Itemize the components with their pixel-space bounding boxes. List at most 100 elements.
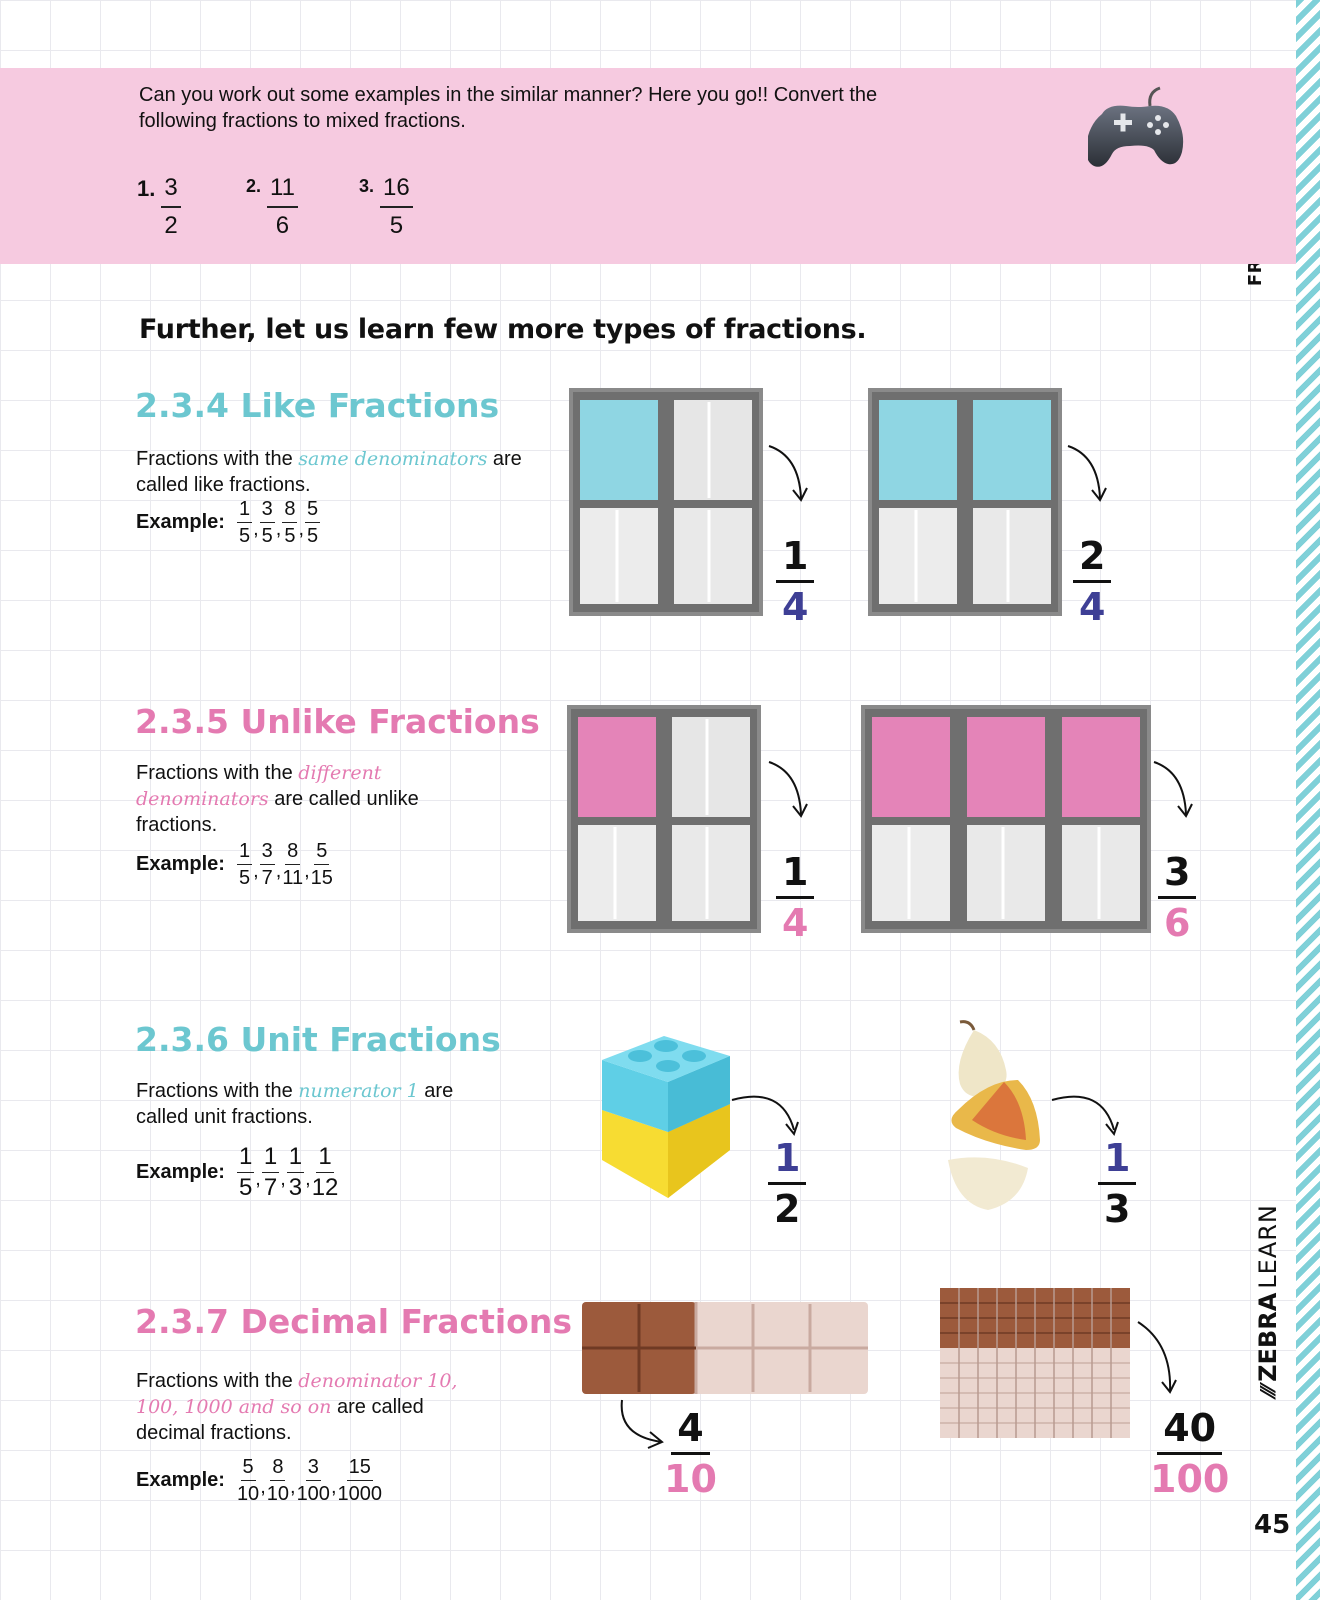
figure-fraction: 1 3 (1098, 1136, 1137, 1231)
numerator: 2 (1073, 534, 1112, 583)
exercise-number: 3. (359, 176, 375, 196)
arrow-icon (1051, 1095, 1119, 1137)
example-label: Example: (136, 1469, 225, 1491)
exercise-fraction: 3 2 (161, 174, 181, 240)
arrow-icon (768, 445, 808, 502)
numerator: 1 (1098, 1136, 1137, 1185)
denominator: 10 (664, 1457, 717, 1501)
window-illustration (569, 388, 763, 616)
desc-prefix: Fractions with the (136, 1080, 299, 1102)
desc-highlight: numerator 1 (298, 1080, 419, 1102)
denominator: 12 (311, 1174, 339, 1201)
example-label: Example: (136, 511, 225, 533)
lego-block-illustration (602, 1036, 730, 1198)
denominator: 5 (238, 525, 251, 547)
figure-fraction: 4 10 (664, 1406, 717, 1501)
section-title-unit: 2.3.6 Unit Fractions (135, 1020, 501, 1059)
numerator: 1 (236, 498, 253, 523)
arrow-icon (768, 761, 808, 818)
arrow-icon (1137, 1321, 1177, 1394)
denominator: 5 (238, 867, 251, 889)
desc-highlight: different denominators (136, 762, 382, 810)
exercise-fraction: 11 6 (267, 174, 298, 240)
desc-highlight: denominator 10, 100, 1000 and so on (136, 1370, 458, 1418)
figure-fraction: 1 2 (768, 1136, 807, 1231)
window-illustration (567, 705, 761, 933)
window-illustration (868, 388, 1062, 616)
section-title-like: 2.3.4 Like Fractions (135, 386, 500, 425)
desc-prefix: Fractions with the (136, 1370, 299, 1392)
figure-fraction: 1 4 (776, 850, 815, 945)
desc-suffix: are called like fractions. (136, 448, 522, 496)
figure-fraction: 40 100 (1150, 1406, 1229, 1501)
chocolate-slab-illustration (940, 1288, 1130, 1438)
desc-highlight: same denominators (298, 448, 488, 470)
exercise-number: 1. (137, 176, 156, 201)
exercise-fraction: 16 5 (380, 174, 413, 240)
denominator: 4 (782, 901, 809, 945)
example-label: Example: (136, 1161, 225, 1183)
denominator: 5 (238, 1174, 253, 1201)
chocolate-bar-illustration (582, 1302, 868, 1394)
exercise-item: 2. 11 6 (246, 174, 298, 240)
denominator: 6 (1164, 901, 1191, 945)
denominator: 100 (1150, 1457, 1230, 1501)
numerator: 1 (776, 534, 815, 583)
denominator: 5 (261, 525, 273, 547)
denominator: 2 (774, 1187, 801, 1231)
exercise-text: Can you work out some examples in the si… (139, 84, 878, 132)
exercise-item: 3. 16 5 (359, 174, 413, 240)
numerator: 4 (671, 1406, 710, 1455)
denominator: 10 (266, 1483, 289, 1505)
denominator: 10 (236, 1483, 260, 1505)
exercise-number: 2. (246, 176, 262, 196)
figure-fraction: 3 6 (1158, 850, 1197, 945)
decorative-stripe (1296, 0, 1320, 1600)
pear-illustration (948, 1020, 1040, 1210)
desc-suffix: are called unit fractions. (136, 1080, 454, 1128)
desc-prefix: Fractions with the (136, 762, 299, 784)
figure-fraction: 1 4 (776, 534, 815, 629)
numerator: 1 (261, 1144, 280, 1173)
page-number: 45 (1254, 1510, 1291, 1540)
numerator: 8 (285, 840, 301, 865)
numerator: 5 (305, 498, 321, 523)
denominator: 11 (282, 867, 304, 889)
window-illustration (861, 705, 1151, 933)
numerator: 15 (346, 1456, 373, 1481)
numerator: 3 (161, 174, 181, 208)
denominator: 6 (275, 212, 290, 239)
numerator: 3 (259, 498, 275, 523)
desc-prefix: Fractions with the (136, 448, 299, 470)
denominator: 7 (261, 867, 273, 889)
denominator: 1000 (337, 1483, 383, 1505)
example-label: Example: (136, 853, 225, 875)
numerator: 1 (236, 840, 253, 865)
numerator: 3 (1158, 850, 1197, 899)
arrow-icon (1153, 761, 1193, 818)
numerator: 1 (776, 850, 815, 899)
denominator: 15 (310, 867, 333, 889)
numerator: 11 (267, 174, 298, 208)
denominator: 5 (284, 525, 296, 547)
denominator: 3 (288, 1174, 303, 1201)
numerator: 40 (1157, 1406, 1223, 1455)
denominator: 7 (263, 1174, 278, 1201)
